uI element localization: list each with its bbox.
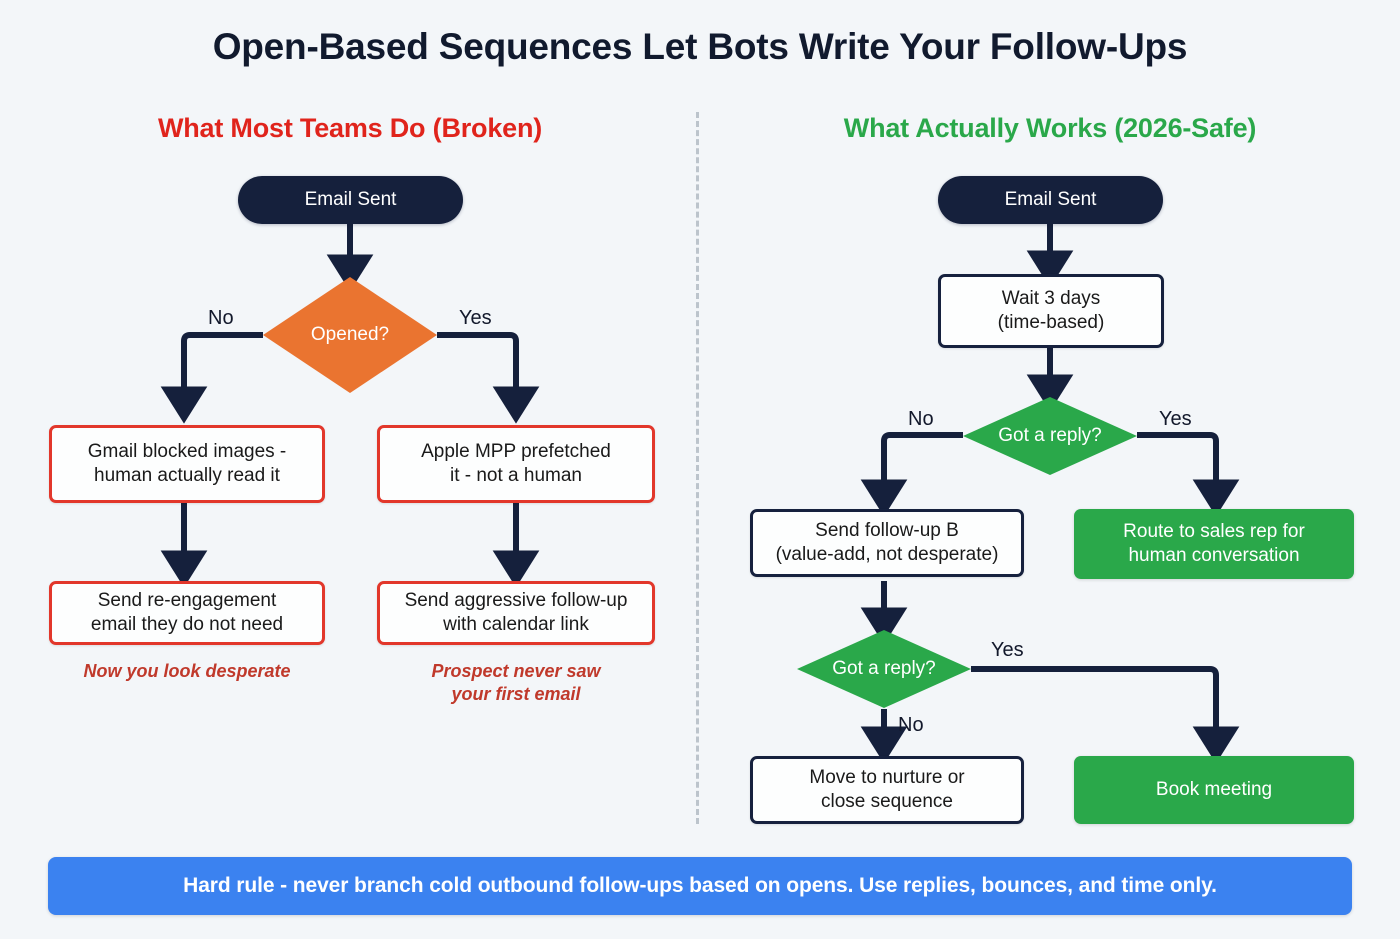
edge-label-right-reply2-no: No xyxy=(898,714,924,736)
column-divider xyxy=(696,112,699,824)
column-heading-broken: What Most Teams Do (Broken) xyxy=(157,113,543,143)
node-left-gmail-blocked[interactable]: Gmail blocked images - human actually re… xyxy=(49,425,325,503)
column-heading-works: What Actually Works (2026-Safe) xyxy=(843,113,1257,143)
node-right-decision-reply-2[interactable]: Got a reply? xyxy=(797,630,971,708)
node-right-email-sent[interactable]: Email Sent xyxy=(938,176,1163,224)
node-left-decision-opened[interactable]: Opened? xyxy=(263,277,437,393)
edge-label-left-no: No xyxy=(208,307,234,329)
caption-left-desperate: Now you look desperate xyxy=(83,661,291,681)
node-right-move-to-nurture[interactable]: Move to nurture or close sequence xyxy=(750,756,1024,824)
page-title: Open-Based Sequences Let Bots Write Your… xyxy=(212,26,1188,67)
node-left-apple-mpp[interactable]: Apple MPP prefetched it - not a human xyxy=(377,425,655,503)
caption-left-never-saw: Prospect never saw your first email xyxy=(431,661,601,704)
edge-label-left-yes: Yes xyxy=(459,307,492,329)
node-right-decision-reply-1[interactable]: Got a reply? xyxy=(963,397,1137,475)
edge-label-right-reply2-yes: Yes xyxy=(991,639,1024,661)
edge-label-right-reply1-yes: Yes xyxy=(1159,408,1192,430)
node-right-book-meeting[interactable]: Book meeting xyxy=(1074,756,1354,824)
node-right-wait-3-days[interactable]: Wait 3 days (time-based) xyxy=(938,274,1164,348)
node-right-send-followup-b[interactable]: Send follow-up B (value-add, not despera… xyxy=(750,509,1024,577)
edge-label-right-reply1-no: No xyxy=(908,408,934,430)
node-left-re-engagement[interactable]: Send re-engagement email they do not nee… xyxy=(49,581,325,645)
node-right-route-to-sales-rep[interactable]: Route to sales rep for human conversatio… xyxy=(1074,509,1354,579)
node-left-aggressive-followup[interactable]: Send aggressive follow-up with calendar … xyxy=(377,581,655,645)
node-left-email-sent[interactable]: Email Sent xyxy=(238,176,463,224)
hard-rule-banner: Hard rule - never branch cold outbound f… xyxy=(48,857,1352,915)
